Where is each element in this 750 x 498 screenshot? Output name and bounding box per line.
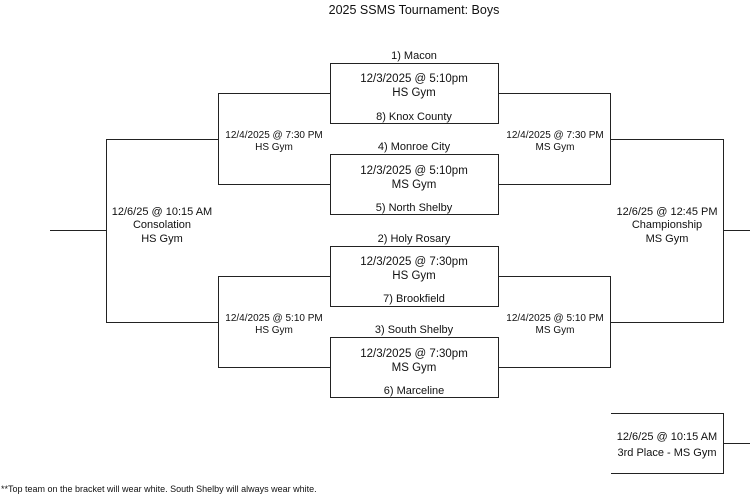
consolation-venue: HS Gym [141, 233, 183, 245]
semifinal-venue: MS Gym [535, 142, 575, 153]
championship-label: Championship [631, 219, 703, 231]
game-venue: HS Gym [392, 87, 436, 99]
championship-venue: MS Gym [645, 233, 689, 245]
team-slot-bottom: 7) Brookfield [383, 293, 445, 305]
team-slot-top: 3) South Shelby [374, 324, 454, 336]
page-title: 2025 SSMS Tournament: Boys [328, 3, 500, 17]
consolation-label: Consolation [132, 219, 192, 231]
consolation-time: 12/6/25 @ 10:15 AM [111, 206, 213, 218]
game-time: 12/3/2025 @ 7:30pm [360, 256, 468, 268]
game-venue: MS Gym [391, 362, 437, 374]
championship-time: 12/6/25 @ 12:45 PM [616, 206, 718, 218]
team-slot-top: 2) Holy Rosary [377, 233, 451, 245]
team-slot-top: 1) Macon [391, 50, 437, 62]
semifinal-venue: HS Gym [255, 142, 293, 153]
team-slot-bottom: 8) Knox County [376, 111, 452, 123]
team-slot-bottom: 5) North Shelby [375, 202, 453, 214]
team-slot-top: 4) Monroe City [377, 141, 451, 153]
semifinal-time: 12/4/2025 @ 5:10 PM [225, 313, 323, 324]
semifinal-time: 12/4/2025 @ 7:30 PM [506, 130, 604, 141]
game-time: 12/3/2025 @ 5:10pm [360, 73, 468, 85]
third-place-label: 3rd Place - MS Gym [617, 447, 717, 459]
semifinal-venue: MS Gym [535, 325, 575, 336]
footnote: **Top team on the bracket will wear whit… [1, 484, 317, 494]
game-time: 12/3/2025 @ 5:10pm [360, 165, 468, 177]
team-slot-bottom: 6) Marceline [383, 385, 445, 397]
semifinal-venue: HS Gym [255, 325, 293, 336]
semifinal-time: 12/4/2025 @ 7:30 PM [225, 130, 323, 141]
third-place-time: 12/6/25 @ 10:15 AM [616, 431, 718, 443]
game-time: 12/3/2025 @ 7:30pm [360, 348, 468, 360]
semifinal-time: 12/4/2025 @ 5:10 PM [506, 313, 604, 324]
game-venue: MS Gym [391, 179, 437, 191]
game-venue: HS Gym [392, 270, 436, 282]
